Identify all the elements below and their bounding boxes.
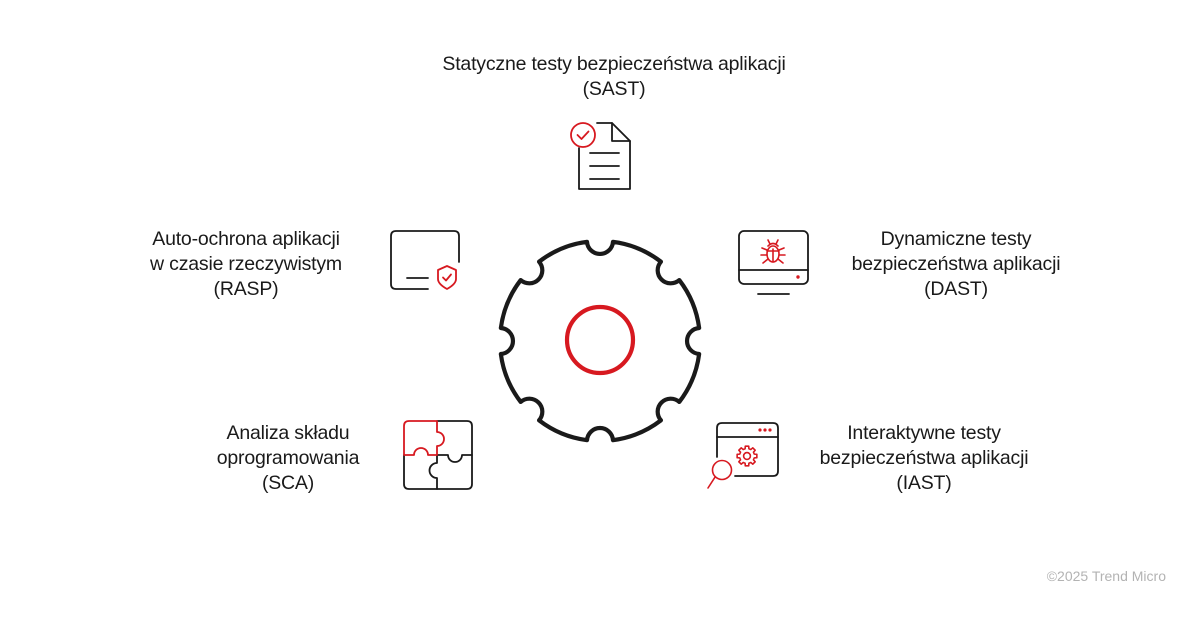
monitor-bug-icon xyxy=(738,230,809,295)
label-line: (SCA) xyxy=(261,472,315,494)
label-line: (IAST) xyxy=(896,472,952,494)
window-gear-search-icon xyxy=(707,422,779,489)
label-line: Analiza składu xyxy=(226,422,350,444)
label-iast: Interaktywne testy bezpieczeństwa aplika… xyxy=(794,421,1054,496)
label-line: bezpieczeństwa aplikacji xyxy=(819,447,1029,469)
label-line: bezpieczeństwa aplikacji xyxy=(851,253,1061,275)
label-line: Auto-ochrona aplikacji xyxy=(152,228,340,250)
label-line: Dynamiczne testy xyxy=(880,228,1032,250)
gear-icon xyxy=(498,239,702,443)
label-line: (SAST) xyxy=(582,78,646,100)
screen-shield-icon xyxy=(390,230,460,290)
label-sca: Analiza składu oprogramowania (SCA) xyxy=(178,421,398,496)
circle-icon xyxy=(564,304,636,376)
copyright-text: ©2025 Trend Micro xyxy=(1046,568,1166,584)
label-line: Interaktywne testy xyxy=(847,422,1001,444)
label-line: oprogramowania xyxy=(216,447,360,469)
label-rasp: Auto-ochrona aplikacji w czasie rzeczywi… xyxy=(120,227,372,302)
label-line: (DAST) xyxy=(924,278,988,300)
label-line: w czasie rzeczywistym xyxy=(150,253,342,275)
label-dast: Dynamiczne testy bezpieczeństwa aplikacj… xyxy=(826,227,1086,302)
label-line: Statyczne testy bezpieczeństwa aplikacji xyxy=(442,53,786,75)
puzzle-icon xyxy=(403,420,473,490)
document-check-icon xyxy=(570,122,631,190)
label-sast: Statyczne testy bezpieczeństwa aplikacji… xyxy=(400,52,828,102)
label-line: (RASP) xyxy=(213,278,279,300)
